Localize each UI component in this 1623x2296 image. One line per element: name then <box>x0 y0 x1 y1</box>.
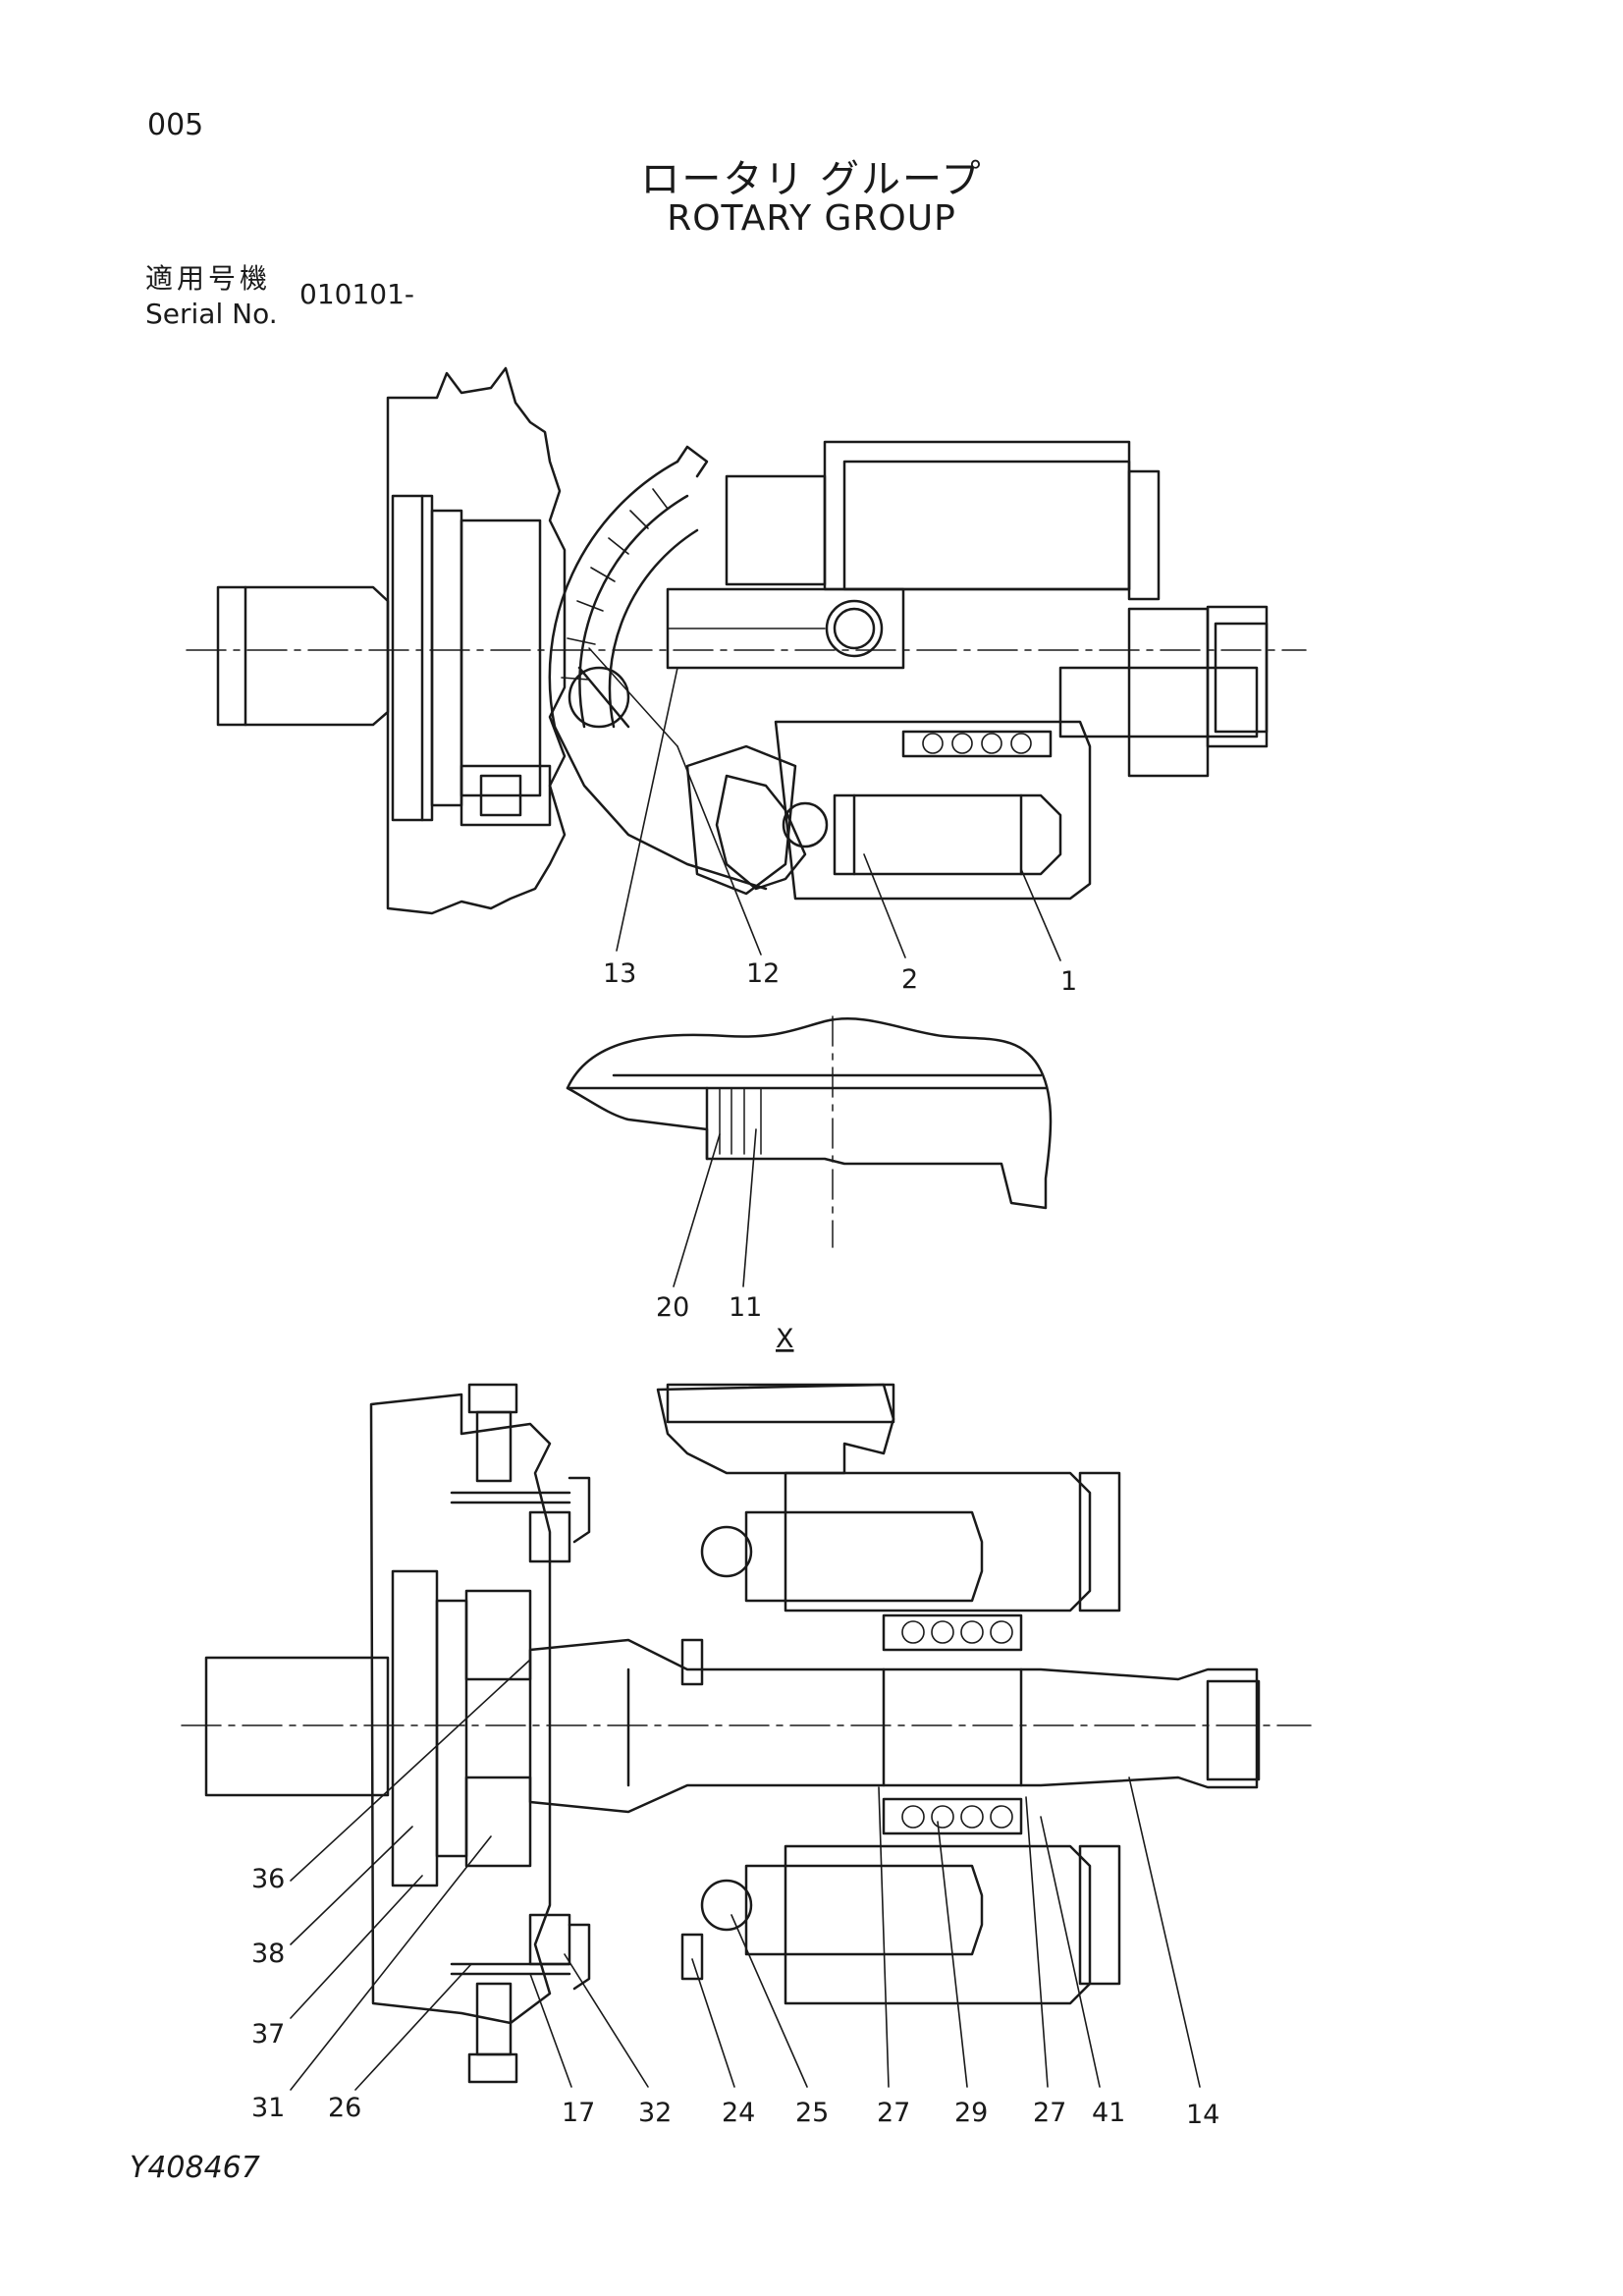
callout-1: 1 <box>1060 966 1077 997</box>
callout-12: 12 <box>746 958 780 989</box>
callout-17: 17 <box>562 2098 595 2128</box>
callout-numbers: 13 12 2 1 20 11 X 36 38 37 31 26 17 32 2… <box>251 958 1219 2130</box>
view-x-marker: X <box>776 1324 794 1354</box>
callout-37: 37 <box>251 2019 285 2050</box>
drawing-number: Y408467 <box>130 2151 260 2185</box>
callout-20: 20 <box>656 1292 689 1323</box>
title-japanese: ロータリ グループ <box>640 157 983 202</box>
bottom-section-view <box>181 1383 1312 2084</box>
callout-38: 38 <box>251 1939 285 1969</box>
title-english: ROTARY GROUP <box>667 198 956 239</box>
callout-31: 31 <box>251 2093 285 2123</box>
callout-24: 24 <box>722 2098 755 2128</box>
serial-label-japanese: 適用号機 <box>145 262 272 295</box>
callout-26: 26 <box>328 2093 361 2123</box>
callout-32: 32 <box>638 2098 672 2128</box>
callout-41: 41 <box>1092 2098 1125 2128</box>
callout-27a: 27 <box>877 2098 910 2128</box>
detail-x-view <box>566 1015 1053 1248</box>
callout-29: 29 <box>954 2098 988 2128</box>
callout-14: 14 <box>1186 2100 1219 2130</box>
page-number: 005 <box>147 108 204 142</box>
callout-36: 36 <box>251 1864 285 1894</box>
callout-13: 13 <box>603 958 636 989</box>
leader-lines <box>290 667 1201 2091</box>
callout-27b: 27 <box>1033 2098 1066 2128</box>
callout-2: 2 <box>901 964 918 995</box>
serial-number-value: 010101- <box>299 278 414 310</box>
callout-25: 25 <box>795 2098 829 2128</box>
serial-label-english: Serial No. <box>145 298 278 330</box>
callout-11: 11 <box>729 1292 762 1323</box>
top-section-view <box>186 366 1307 915</box>
